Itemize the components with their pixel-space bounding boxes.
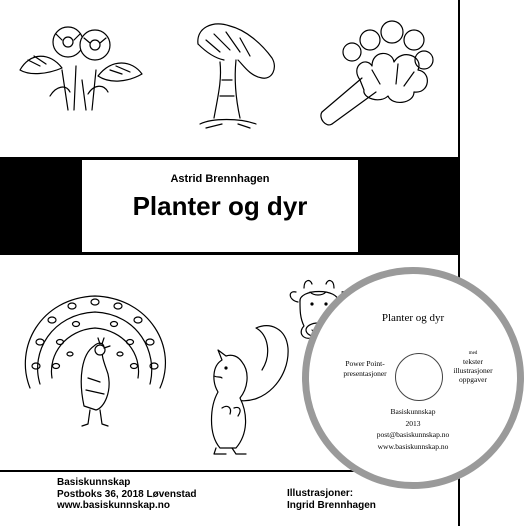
publisher-address: Postboks 36, 2018 Løvenstad <box>57 488 197 500</box>
book-title: Planter og dyr <box>132 191 308 221</box>
disc-center-hole <box>395 353 443 401</box>
book-cover: Astrid Brennhagen Planter og dyr <box>0 0 460 526</box>
publisher-website: www.basiskunnskap.no <box>57 500 170 511</box>
publisher-block: Basiskunnskap Postboks 36, 2018 Løvensta… <box>57 477 197 512</box>
disc-left-line2: presentasjoner <box>343 369 387 378</box>
top-illustrations <box>19 20 434 129</box>
disc-right-line1: tekster <box>463 357 483 366</box>
disc-bottom-text: Basiskunnskap 2013 post@basiskunnskap.no… <box>309 406 517 452</box>
broccoli-icon <box>320 20 434 126</box>
disc-left-line1: Power Point- <box>345 359 385 368</box>
publisher-name: Basiskunnskap <box>57 477 131 488</box>
illustrator-block: Illustrasjoner: Ingrid Brennhagen <box>287 488 376 511</box>
bottom-divider <box>0 470 460 472</box>
disc-email: post@basiskunnskap.no <box>376 430 450 439</box>
disc-year: 2013 <box>405 418 421 428</box>
disc-left-text: Power Point- presentasjoner <box>329 359 401 379</box>
disc-right-line2: illustrasjoner <box>453 366 493 375</box>
disc-website: www.basiskunnskap.no <box>377 441 449 451</box>
strawberry-plant-icon <box>19 26 143 111</box>
squirrel-icon <box>210 325 289 455</box>
disc-right-text: med tekster illustrasjoner oppgaver <box>437 350 509 384</box>
disc-right-prefix: med <box>468 351 478 356</box>
disc-title: Planter og dyr <box>381 312 445 324</box>
disc-publisher: Basiskunnskap <box>390 407 436 416</box>
author-name: Astrid Brennhagen <box>170 173 270 185</box>
illustrator-name: Ingrid Brennhagen <box>287 499 376 511</box>
illustrations-label: Illustrasjoner: <box>287 488 354 499</box>
chanterelle-mushroom-icon <box>197 23 275 129</box>
disc-right-line3: oppgaver <box>459 375 487 384</box>
peacock-icon <box>24 295 166 427</box>
cd-disc: Planter og dyr Power Point- presentasjon… <box>302 267 524 489</box>
title-box: Astrid Brennhagen Planter og dyr <box>82 160 358 252</box>
